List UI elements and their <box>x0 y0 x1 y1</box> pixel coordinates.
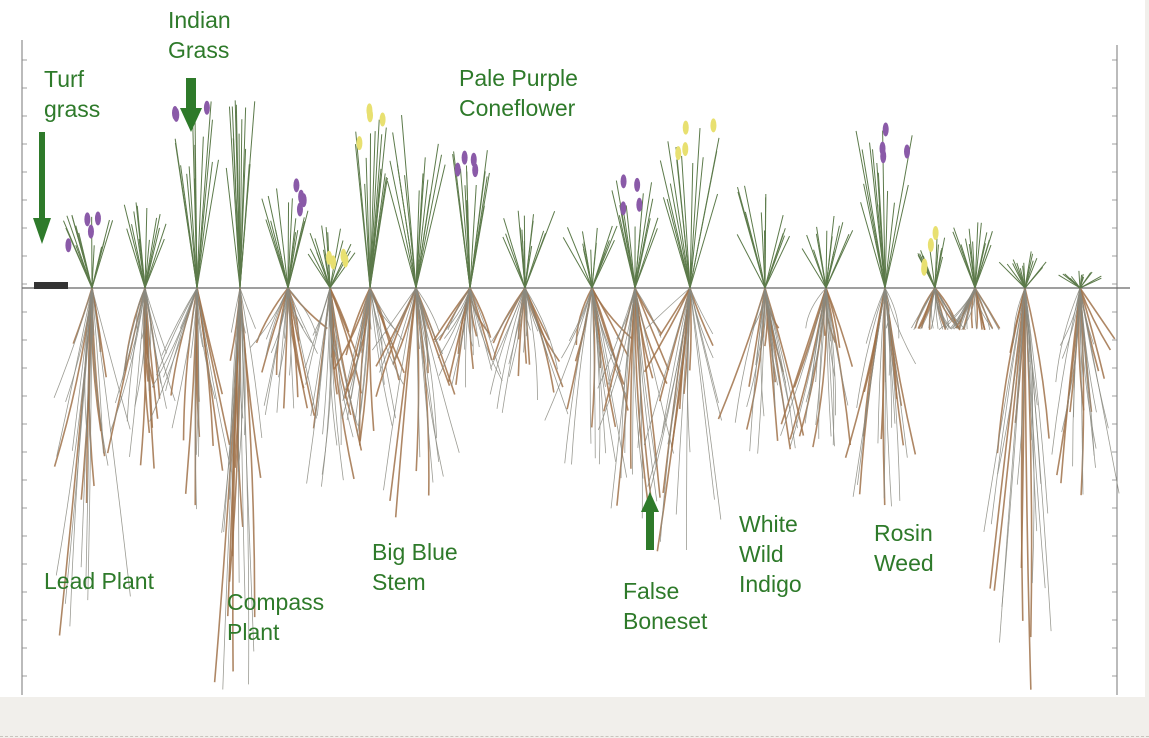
label-pale-purple-coneflower: Pale Purple Coneflower <box>459 65 578 121</box>
label-false-boneset: False Boneset <box>623 578 708 634</box>
turf-grass-arrow <box>33 132 51 244</box>
label-white-wild-indigo: White Wild Indigo <box>739 511 802 597</box>
label-indian-grass: Indian Grass <box>168 7 231 63</box>
indian-grass-arrow <box>180 78 202 132</box>
scale-ticks <box>22 59 1117 677</box>
label-turf-grass: Turf grass <box>44 66 101 122</box>
prairie-root-illustration <box>21 40 1130 695</box>
right-margin-strip <box>1145 0 1149 697</box>
label-rosin-weed: Rosin Weed <box>874 520 934 576</box>
bottom-bar <box>0 697 1149 738</box>
false-boneset-arrow <box>641 492 659 550</box>
label-big-blue-stem: Big Blue Stem <box>372 539 458 595</box>
label-lead-plant: Lead Plant <box>44 568 154 594</box>
bottom-divider <box>0 736 1149 737</box>
turf-patch <box>34 282 68 289</box>
label-compass-plant: Compass Plant <box>227 589 325 645</box>
figure-frame: Turf grass Indian Grass Pale Purple Cone… <box>0 0 1145 697</box>
plants-group <box>53 99 1120 690</box>
